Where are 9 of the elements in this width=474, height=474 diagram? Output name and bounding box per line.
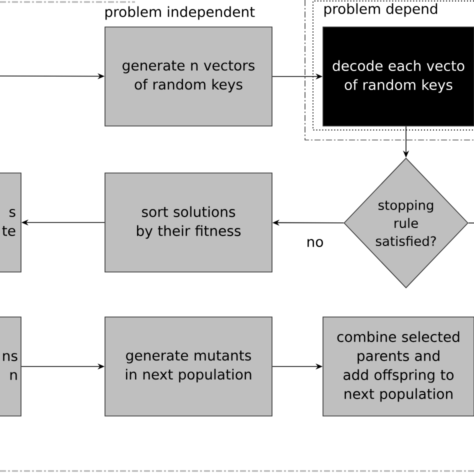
process-box: combine selected parents and add offspring to next population — [322, 316, 474, 416]
process-box: generate n vectors of random keys — [104, 26, 272, 126]
process-box: decode each vecto of random keys — [322, 26, 474, 126]
process-box: s te — [0, 172, 22, 272]
process-box: ns n — [0, 316, 22, 416]
process-box: generate mutants in next population — [104, 316, 272, 416]
edge-label: no — [305, 238, 325, 248]
region-label: problem independent — [104, 6, 256, 20]
process-box: sort solutions by their fitness — [104, 172, 272, 272]
